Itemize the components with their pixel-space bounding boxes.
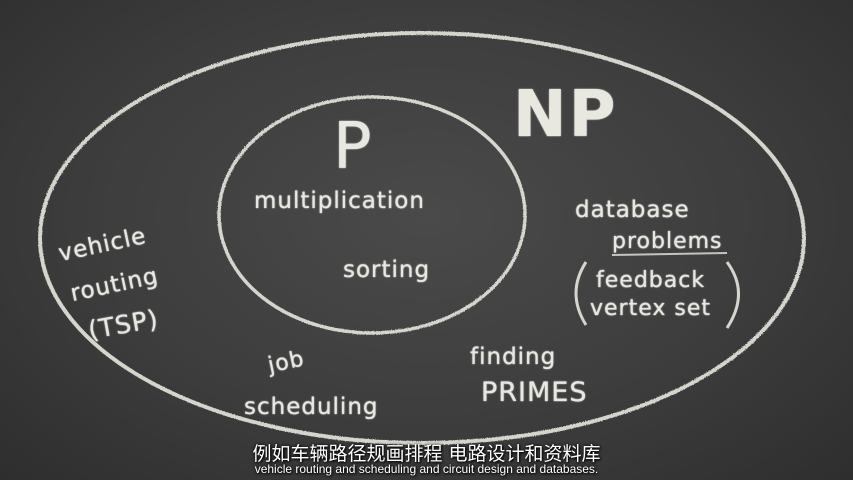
scheduling-label: scheduling	[244, 394, 379, 420]
finding-label: finding	[470, 344, 557, 370]
feedback-left-paren	[574, 261, 588, 326]
np-label: NP	[513, 78, 618, 152]
problems-label: problems	[612, 229, 723, 254]
p-label: P	[333, 110, 374, 184]
np-ellipse	[38, 31, 806, 445]
primes-label: PRIMES	[481, 377, 588, 408]
problems-underline	[611, 252, 728, 256]
database-label: database	[575, 197, 690, 223]
subtitle-english: vehicle routing and scheduling and circu…	[254, 462, 599, 476]
feedback-label: feedback	[596, 268, 706, 293]
feedback-right-paren	[725, 261, 740, 329]
p-ellipse	[217, 95, 527, 335]
sorting-label: sorting	[343, 257, 431, 283]
multiplication-label: multiplication	[254, 188, 425, 214]
vertex-set-label: vertex set	[590, 296, 712, 321]
subtitle-chinese: 例如车辆路径规画排程 电路设计和资料库	[252, 443, 601, 465]
